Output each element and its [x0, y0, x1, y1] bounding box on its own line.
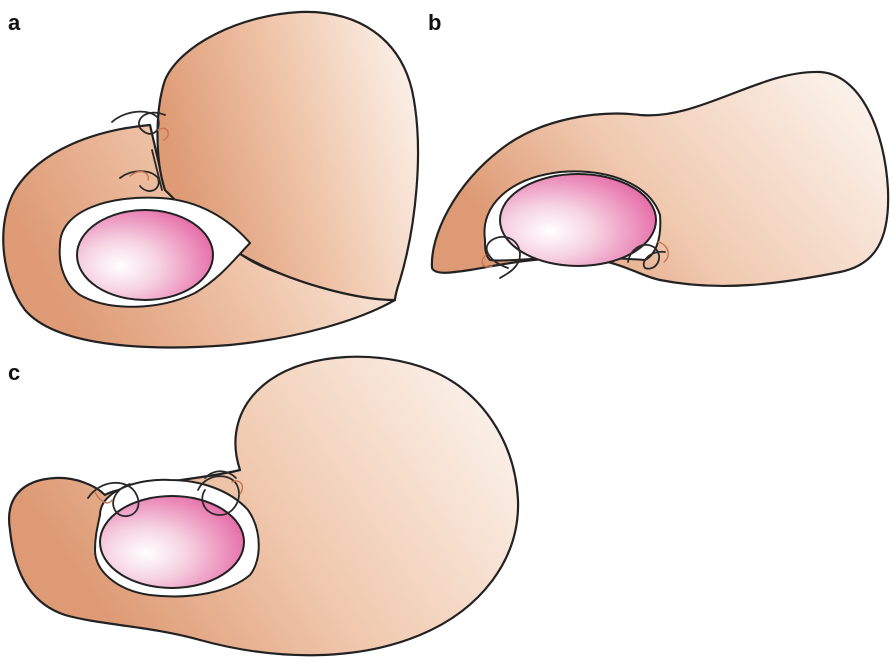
panel-c-flap [9, 357, 518, 656]
panel-c-organ [100, 496, 244, 588]
panel-label-a: a [8, 10, 21, 35]
panel-c: c [8, 357, 518, 656]
panel-a: a [3, 10, 418, 347]
panel-b: b [428, 10, 888, 286]
panel-label-c: c [8, 360, 20, 385]
panel-label-b: b [428, 10, 441, 35]
panel-a-organ [77, 210, 213, 300]
